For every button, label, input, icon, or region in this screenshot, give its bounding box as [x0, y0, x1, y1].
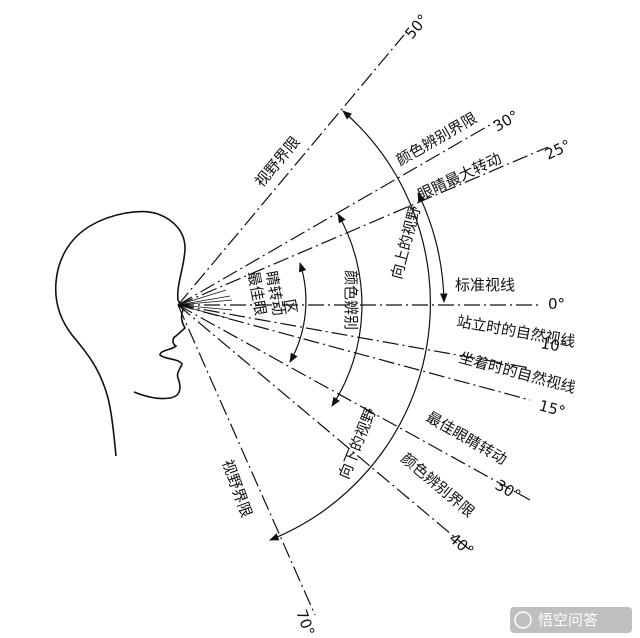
- label-standing-line: 站立时的自然视线: [455, 312, 576, 351]
- ray-down-30: [177, 304, 531, 501]
- label-standard-line: 标准视线: [455, 276, 515, 294]
- watermark-icon: [514, 611, 532, 629]
- arc-vertical-range: [417, 192, 448, 303]
- angle-up-50: 50°: [401, 11, 432, 43]
- arc-best-eye: [289, 262, 307, 363]
- angle-up-30: 30°: [490, 107, 522, 136]
- label-eye-max-rotation: 眼睛最大转动: [415, 149, 504, 203]
- ray-down-70: [177, 304, 316, 616]
- angle-down-70: 70°: [292, 607, 318, 638]
- ray-up-50: [177, 34, 405, 306]
- ray-up-25: [177, 146, 549, 306]
- label-best-eye-zone: 最佳眼 睛转动 区: [244, 270, 300, 317]
- angle-down-10: 10°: [539, 334, 568, 356]
- angle-down-40: 40°: [445, 529, 477, 560]
- head-profile: [54, 210, 187, 457]
- angle-down-30: 30°: [492, 476, 524, 505]
- arc-color-field: [331, 213, 363, 407]
- label-color-limit-lower: 颜色辨别界限: [397, 449, 478, 521]
- label-sitting-line: 坐着时的自然视线: [457, 348, 578, 396]
- best-eye-zone-line-3: 区: [280, 298, 300, 316]
- watermark-text: 悟空问答: [538, 611, 598, 629]
- label-color-limit-upper: 颜色辨别界限: [393, 109, 480, 170]
- label-downward-view: 向下的视野: [335, 405, 380, 481]
- ray-down-15: [177, 304, 531, 401]
- ray-up-30: [177, 121, 496, 306]
- ray-down-10: [177, 304, 531, 369]
- angle-down-15: 15°: [537, 396, 567, 420]
- label-upward-view: 向上的视野: [387, 204, 424, 281]
- angle-zero: 0°: [548, 295, 565, 313]
- ray-down-40: [177, 304, 471, 551]
- angle-up-25: 25°: [542, 136, 574, 164]
- label-field-limit-upper: 视野界限: [251, 133, 303, 191]
- arc-outer-field: [269, 110, 431, 541]
- watermark: 悟空问答: [510, 607, 632, 633]
- label-best-eye-rotation: 最佳眼睛转动: [423, 408, 510, 469]
- label-color-zone: 颜色辨别: [342, 270, 360, 330]
